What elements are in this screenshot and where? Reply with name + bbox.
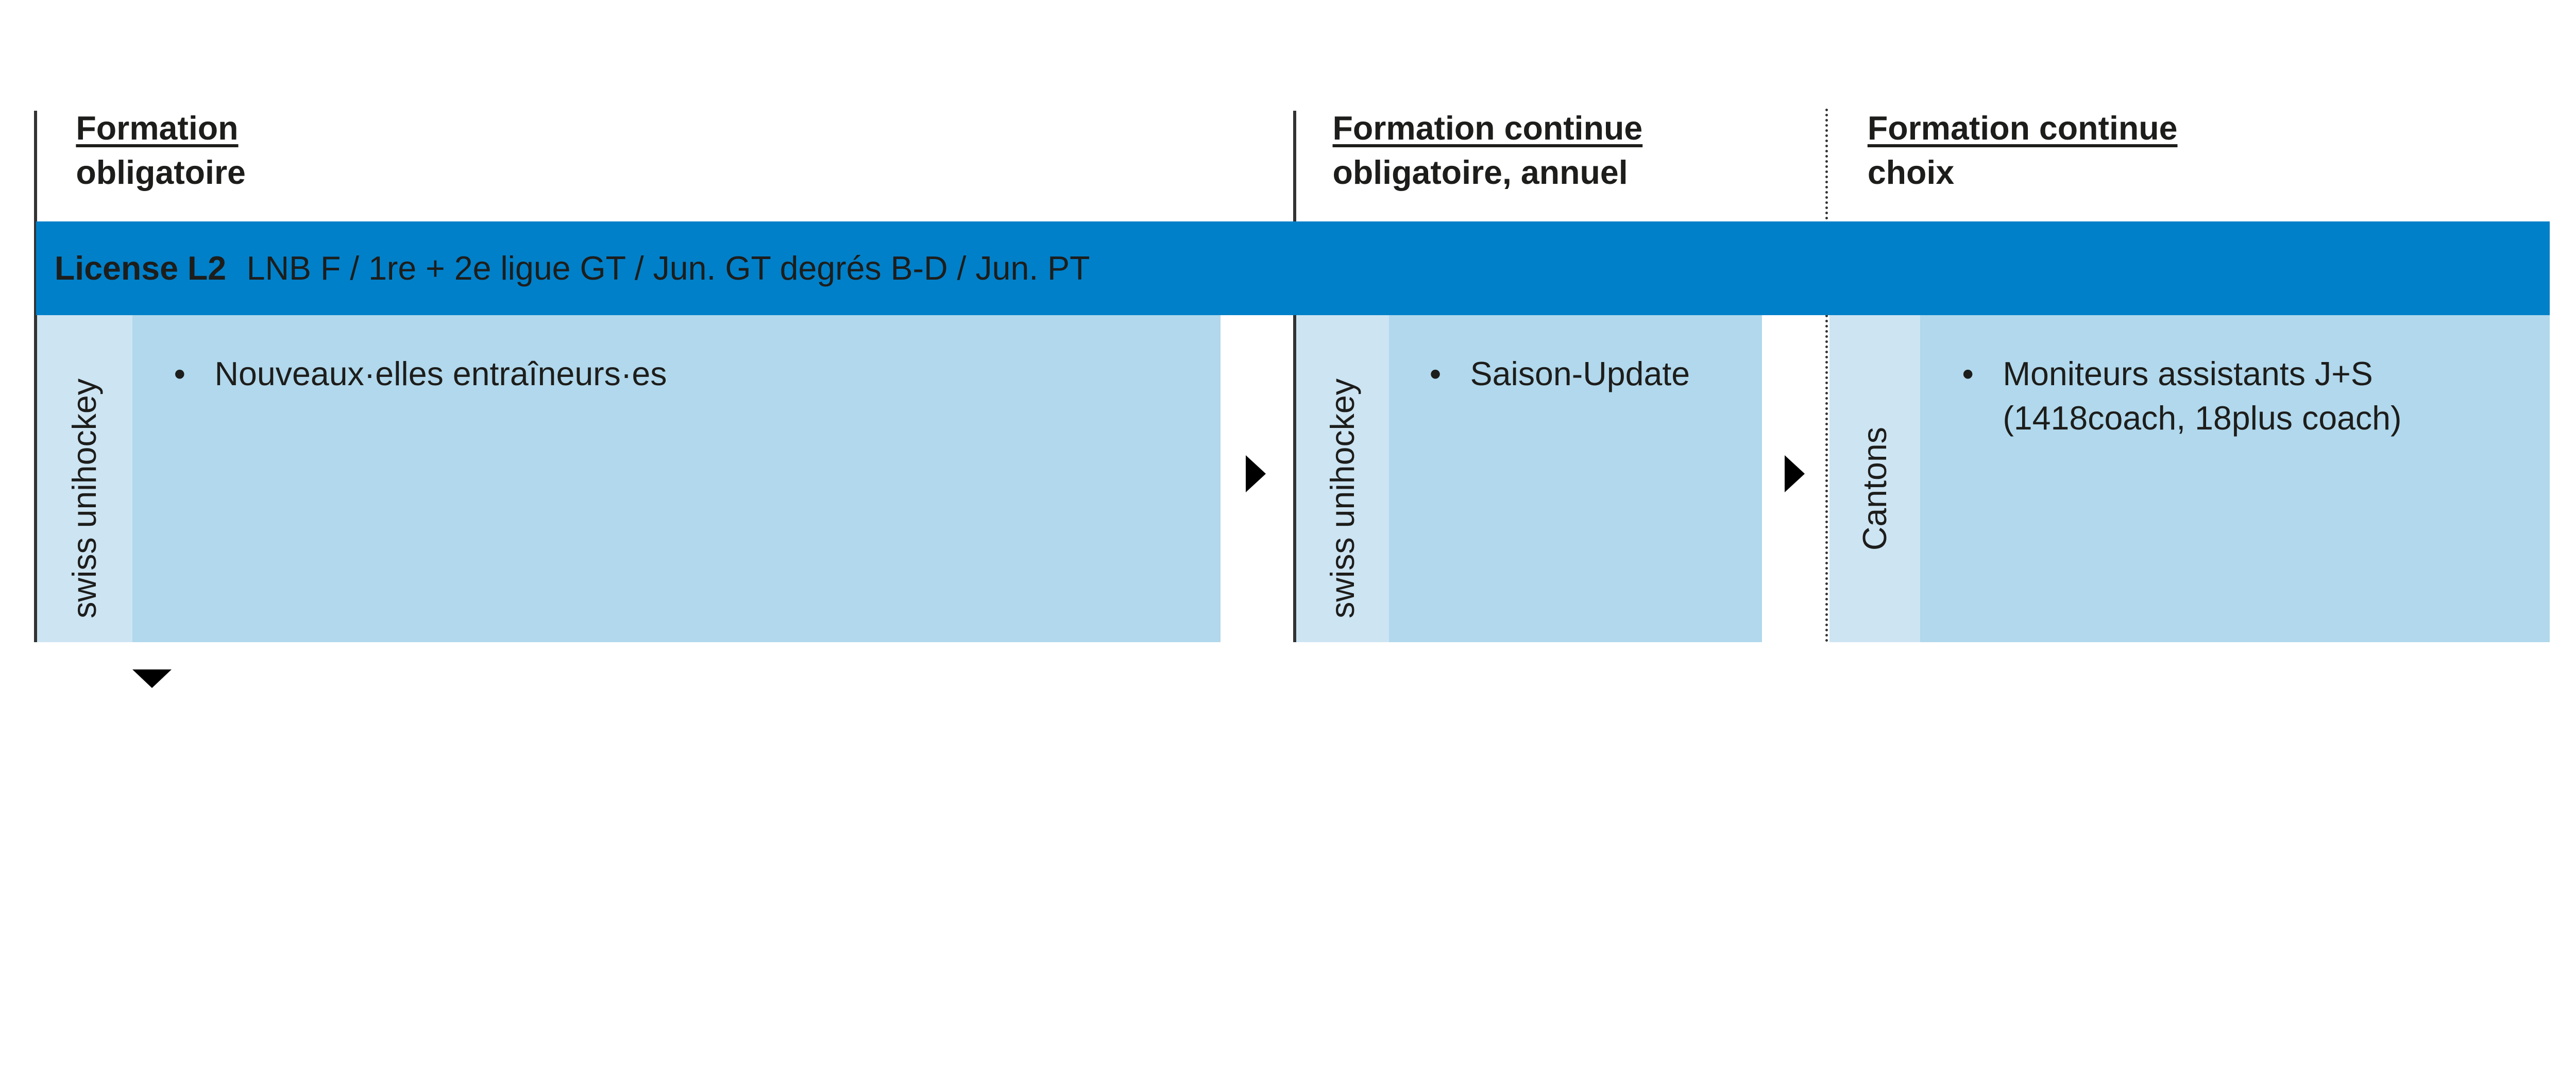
provider-label: Cantons	[1856, 427, 1894, 551]
provider-column-2: swiss unihockey	[1296, 315, 1389, 642]
provider-label: swiss unihockey	[65, 378, 103, 618]
column-heading-3: Formation continue choix	[1868, 107, 2178, 195]
list-item: • Nouveaux·elles entraîneurs·es	[174, 352, 667, 397]
provider-label: swiss unihockey	[1324, 378, 1361, 618]
license-text: License L2 LNB F / 1re + 2e ligue GT / Ju…	[55, 221, 1090, 315]
bullet: •	[1962, 355, 1974, 393]
column-subtitle: choix	[1867, 153, 1955, 191]
content-block-3: • Moniteurs assistants J+S (1418coach, 18…	[1920, 315, 2550, 642]
column-title: Formation continue	[1332, 110, 1643, 147]
list-item-text: Saison-Update	[1470, 355, 1690, 393]
content-block-1: • Nouveaux·elles entraîneurs·es	[132, 315, 1221, 642]
column-heading-2: Formation continue obligatoire, annuel	[1333, 107, 1643, 195]
column-subtitle: obligatoire, annuel	[1332, 153, 1628, 191]
column-subtitle: obligatoire	[76, 153, 246, 191]
list-item-text: Moniteurs assistants J+S (1418coach, 18p…	[2003, 355, 2402, 437]
column-title: Formation continue	[1867, 110, 2178, 147]
arrow-right-icon	[1785, 455, 1805, 492]
arrow-right-icon	[1246, 455, 1266, 492]
column-divider-2	[1293, 110, 1297, 642]
provider-column-1: swiss unihockey	[37, 315, 132, 642]
bullet: •	[1429, 355, 1442, 393]
column-divider-1	[33, 110, 37, 642]
bullet: •	[174, 355, 186, 393]
provider-column-3: Cantons	[1829, 315, 1921, 642]
license-bar: License L2 LNB F / 1re + 2e ligue GT / Ju…	[36, 221, 2550, 315]
list-item: • Moniteurs assistants J+S (1418coach, 18…	[1962, 352, 2511, 440]
column-heading-1: Formation obligatoire	[76, 107, 246, 195]
content-block-2: • Saison-Update	[1388, 315, 1762, 642]
list-item: • Saison-Update	[1430, 352, 1690, 397]
list-item-text: Nouveaux·elles entraîneurs·es	[214, 355, 667, 393]
license-label: License L2	[54, 249, 227, 287]
license-description: LNB F / 1re + 2e ligue GT / Jun. GT degr…	[246, 249, 1090, 287]
arrow-down-icon	[132, 669, 172, 688]
column-title: Formation	[76, 110, 239, 147]
column-divider-dotted	[1825, 108, 1828, 642]
